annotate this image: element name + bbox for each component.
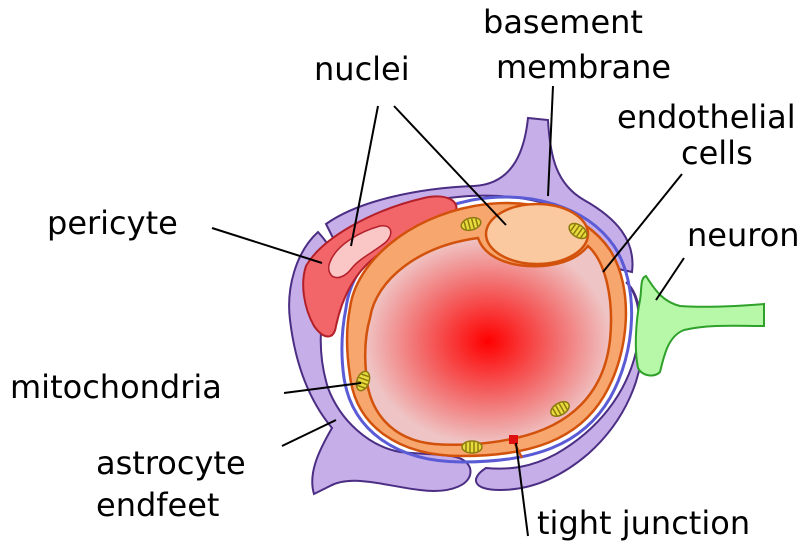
label-astrocyte-endfeet-line1: astrocyte <box>96 444 246 482</box>
label-astrocyte-endfeet-line2: endfeet <box>96 486 219 524</box>
label-nuclei: nuclei <box>314 50 410 88</box>
label-tight-junction: tight junction <box>537 504 750 542</box>
label-endothelial-cells-line2: cells <box>681 134 753 172</box>
label-mitochondria: mitochondria <box>10 368 222 406</box>
label-pericyte: pericyte <box>47 204 178 242</box>
label-endothelial-cells-line1: endothelial <box>617 98 796 136</box>
leader-neuron <box>656 258 684 300</box>
label-neuron: neuron <box>687 216 800 254</box>
mitochondrion <box>462 441 482 453</box>
tight-junction <box>509 435 518 444</box>
neuron <box>636 276 764 375</box>
label-basement-membrane-line1: basement <box>483 3 643 41</box>
label-basement-membrane-line2: membrane <box>496 48 671 86</box>
